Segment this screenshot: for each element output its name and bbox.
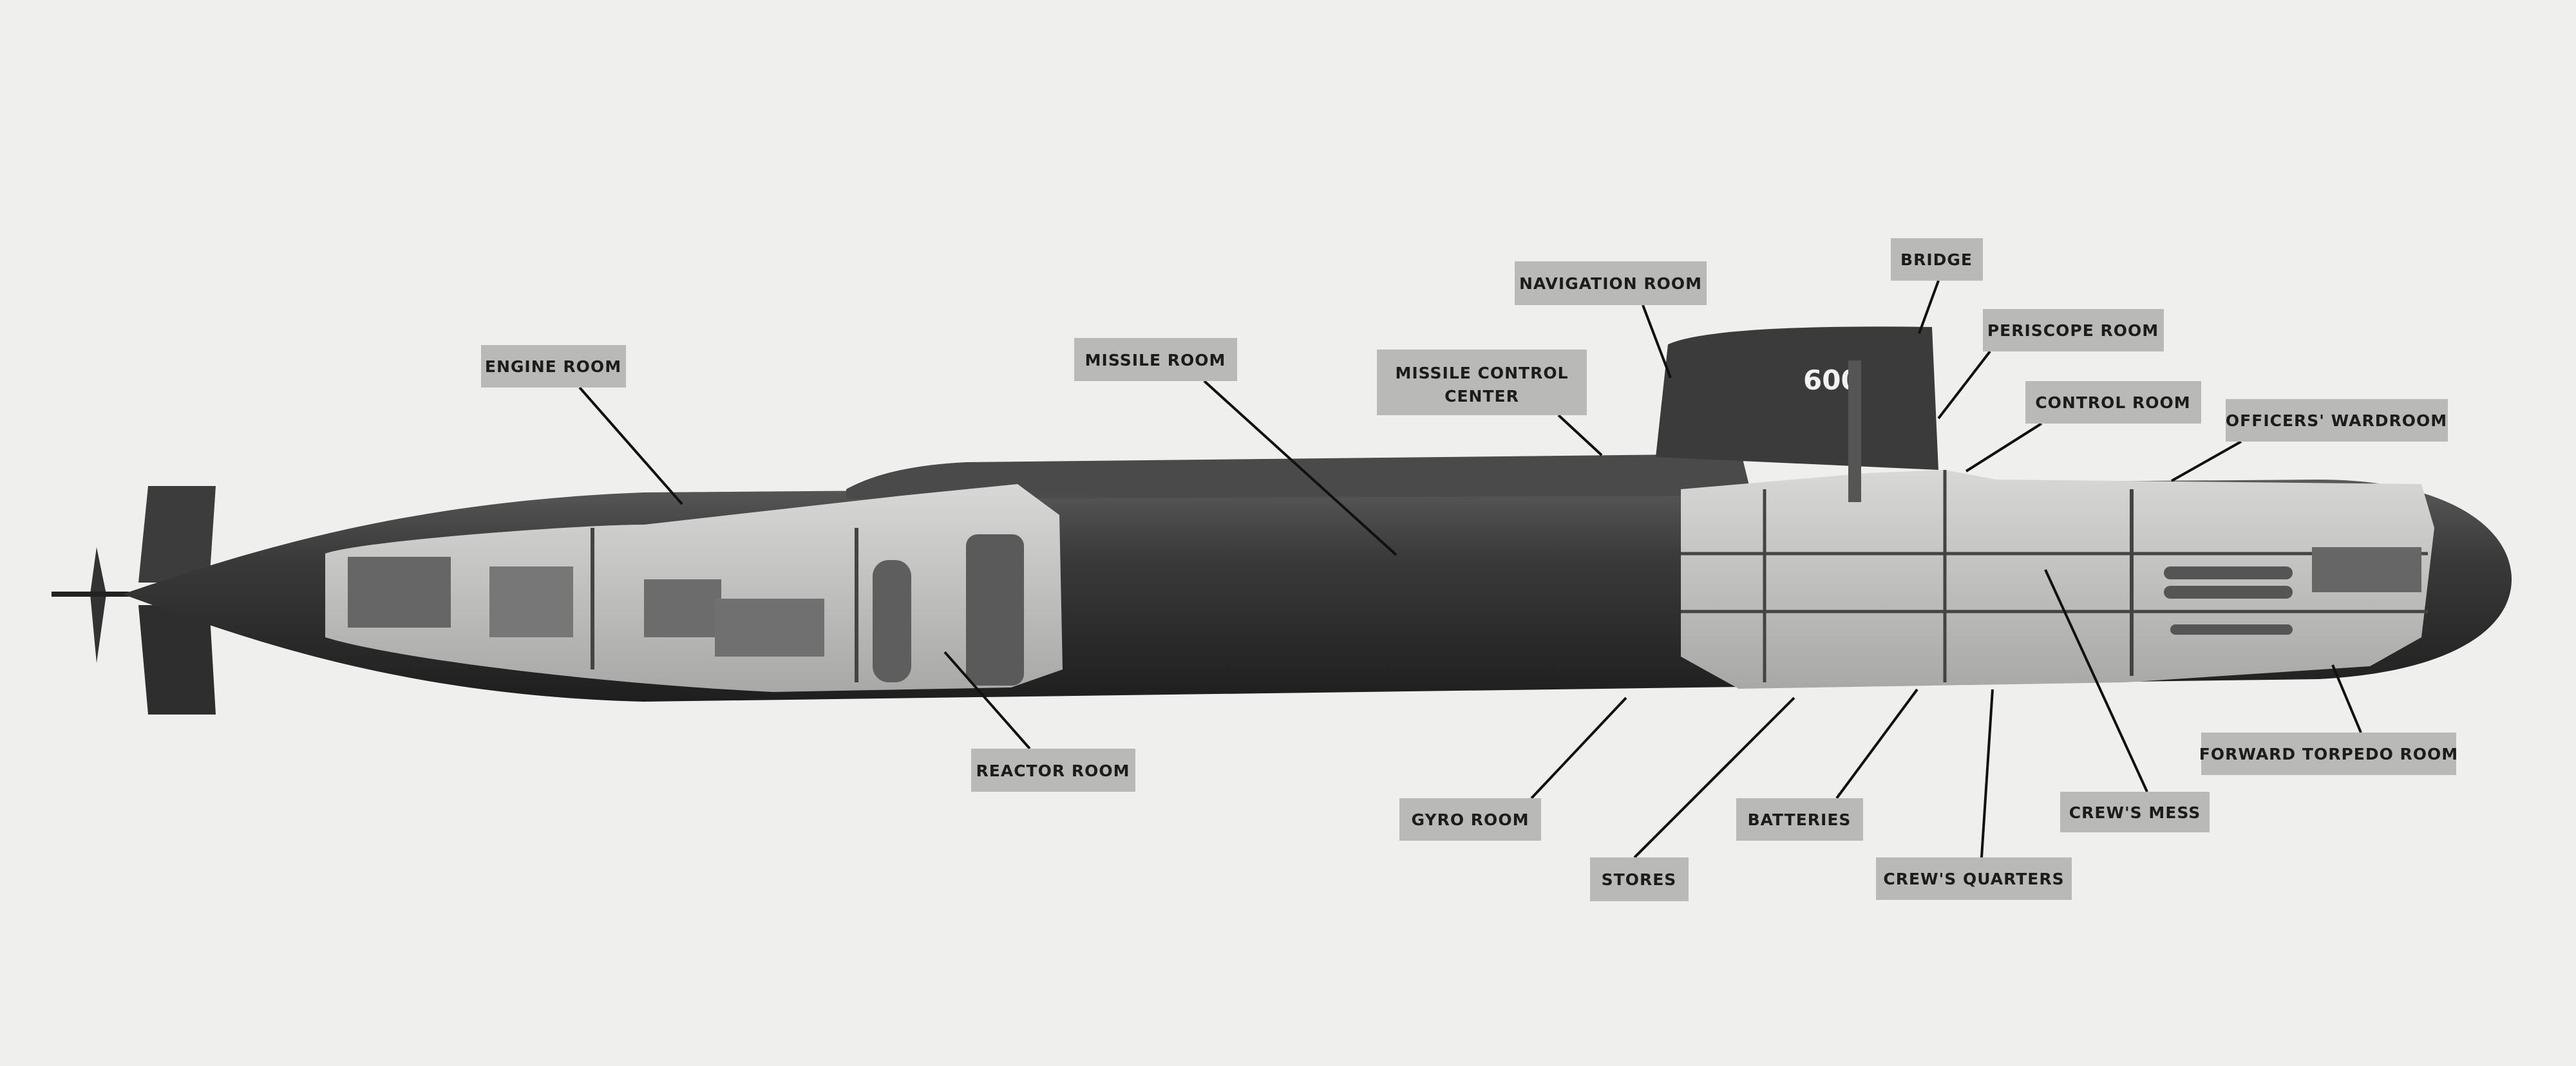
svg-text:CONTROL ROOM: CONTROL ROOM (2035, 393, 2190, 412)
svg-text:ENGINE ROOM: ENGINE ROOM (485, 357, 621, 376)
svg-text:PERISCOPE ROOM: PERISCOPE ROOM (1987, 321, 2159, 340)
label-forward-torpedo-room: FORWARD TORPEDO ROOM (2199, 733, 2458, 775)
label-bridge: BRIDGE (1891, 238, 1983, 281)
label-engine-room: ENGINE ROOM (481, 345, 626, 388)
svg-text:CREW'S QUARTERS: CREW'S QUARTERS (1883, 870, 2064, 888)
label-missile-control-center: MISSILE CONTROL CENTER (1377, 350, 1587, 415)
svg-text:GYRO ROOM: GYRO ROOM (1412, 810, 1530, 829)
svg-text:MISSILE ROOM: MISSILE ROOM (1085, 351, 1226, 369)
label-reactor-room: REACTOR ROOM (971, 749, 1135, 792)
svg-text:CREW'S MESS: CREW'S MESS (2069, 803, 2201, 822)
label-control-room: CONTROL ROOM (2025, 381, 2201, 424)
svg-text:NAVIGATION ROOM: NAVIGATION ROOM (1519, 274, 1702, 293)
label-batteries: BATTERIES (1736, 798, 1863, 841)
svg-text:BATTERIES: BATTERIES (1748, 810, 1852, 829)
label-gyro-room: GYRO ROOM (1399, 798, 1541, 841)
aft-cutaway (325, 484, 1063, 692)
missile-deck (846, 454, 1752, 499)
label-stores: STORES (1590, 857, 1689, 901)
svg-text:FORWARD TORPEDO ROOM: FORWARD TORPEDO ROOM (2199, 745, 2458, 763)
label-navigation-room: NAVIGATION ROOM (1515, 261, 1707, 305)
svg-text:REACTOR ROOM: REACTOR ROOM (976, 762, 1130, 780)
leader-lines (578, 280, 2362, 859)
label-periscope-room: PERISCOPE ROOM (1983, 309, 2164, 351)
svg-text:STORES: STORES (1602, 870, 1677, 889)
svg-text:MISSILE CONTROL: MISSILE CONTROL (1395, 364, 1568, 382)
sail (1656, 326, 1938, 470)
label-crews-quarters: CREW'S QUARTERS (1876, 857, 2072, 900)
svg-text:CENTER: CENTER (1444, 387, 1519, 406)
label-officers-wardroom: OFFICERS' WARDROOM (2226, 399, 2448, 442)
svg-text:BRIDGE: BRIDGE (1900, 250, 1973, 269)
svg-text:OFFICERS' WARDROOM: OFFICERS' WARDROOM (2226, 411, 2447, 430)
stern-fins (52, 486, 216, 715)
label-missile-room: MISSILE ROOM (1074, 338, 1237, 381)
label-crews-mess: CREW'S MESS (2060, 792, 2210, 832)
forward-cutaway (1681, 360, 2434, 689)
